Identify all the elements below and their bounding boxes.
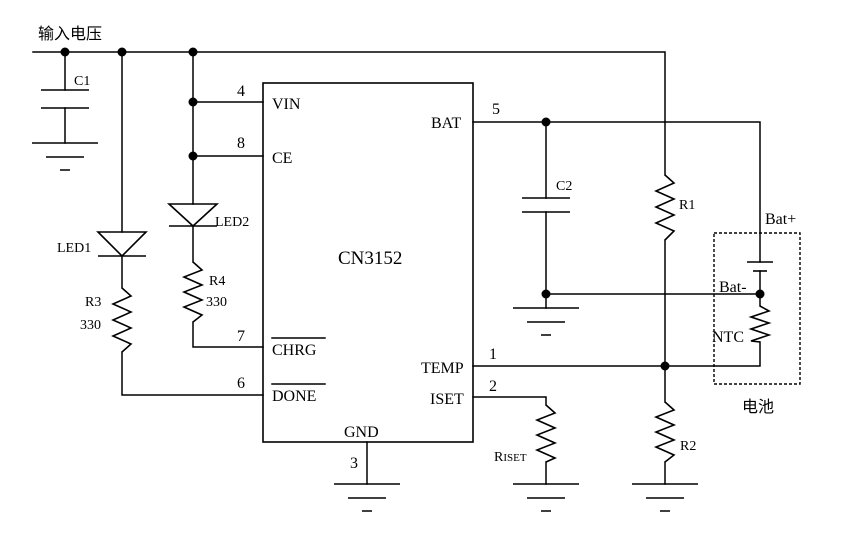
pin-name-iset: ISET [430, 391, 464, 408]
ground-symbol-c1 [32, 142, 98, 171]
ground-symbol-riset [513, 483, 579, 512]
capacitor-c2 [522, 197, 570, 213]
riset-label: RISET [494, 450, 527, 465]
r3-label: R3 [85, 295, 101, 310]
r2-label: R2 [680, 439, 696, 454]
pin-number-chrg: 7 [237, 328, 245, 345]
capacitor-c1 [41, 89, 89, 109]
led1-label: LED1 [57, 241, 91, 256]
resistor-r2 [653, 401, 677, 463]
led1-diode [96, 231, 148, 258]
resistor-r1 [654, 174, 676, 241]
chip-name: CN3152 [338, 248, 402, 269]
pin-number-bat: 5 [492, 101, 500, 118]
pin-name-chrg: CHRG [272, 342, 317, 359]
battery-cell [747, 261, 773, 295]
pin-name-ce: CE [272, 150, 292, 167]
riset-label-sub: ISET [503, 452, 527, 464]
input-voltage-label: 输入电压 [38, 24, 102, 43]
riset-label-main: R [494, 450, 504, 465]
pin-number-done: 6 [237, 375, 245, 392]
resistor-riset [534, 404, 558, 463]
pin-name-vin: VIN [272, 96, 301, 113]
pin-name-done: DONE [272, 388, 316, 405]
pin-name-gnd: GND [344, 424, 379, 441]
ntc-thermistor [748, 305, 772, 343]
c1-label: C1 [74, 74, 90, 89]
r4-value: 330 [206, 295, 227, 310]
battery-outline [713, 232, 801, 385]
bat-minus-label: Bat- [719, 279, 747, 296]
bat-plus-label: Bat+ [765, 211, 796, 228]
pin-number-vin: 4 [237, 83, 245, 100]
r3-value: 330 [80, 318, 101, 333]
r1-label: R1 [679, 198, 695, 213]
pin-number-ce: 8 [237, 135, 245, 152]
pin-name-temp: TEMP [421, 360, 464, 377]
c2-label: C2 [556, 179, 572, 194]
ground-symbol-chip [334, 483, 400, 512]
pin-number-temp: 1 [489, 346, 497, 363]
pin-number-gnd: 3 [350, 455, 358, 472]
ground-symbol-r2 [632, 483, 698, 512]
resistor-r3 [111, 287, 133, 353]
r4-label: R4 [209, 274, 225, 289]
pin-name-bat: BAT [431, 115, 461, 132]
junction-dots [60, 47, 765, 371]
pin-number-iset: 2 [489, 378, 497, 395]
led2-label: LED2 [215, 215, 249, 230]
ground-symbol-c2 [513, 307, 579, 336]
resistor-r4 [181, 261, 205, 323]
ntc-label: NTC [712, 329, 744, 346]
chip-body [262, 82, 474, 443]
battery-label: 电池 [742, 397, 774, 416]
led2-diode [166, 203, 220, 228]
